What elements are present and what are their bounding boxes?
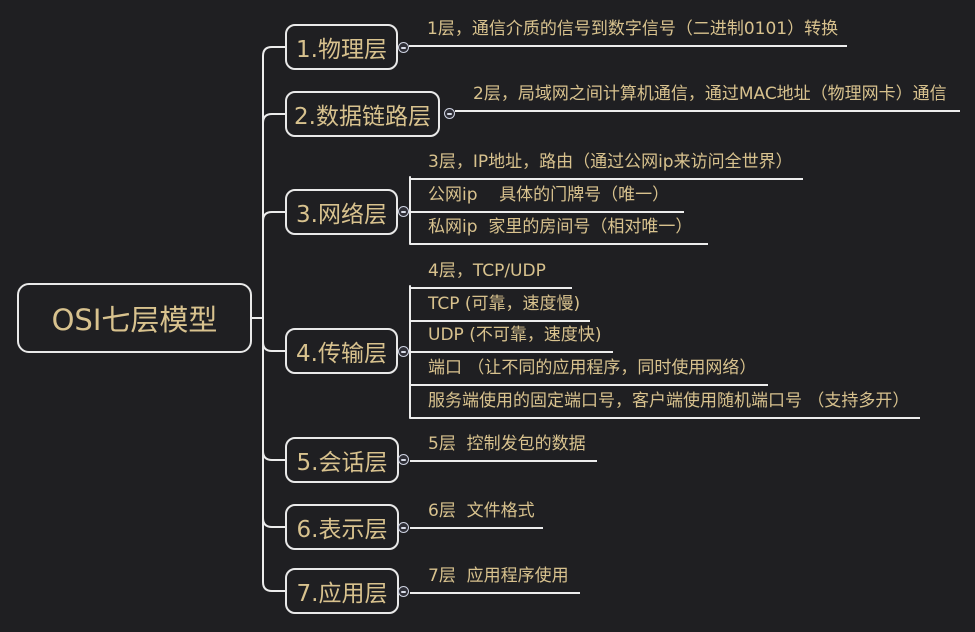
branch-connector-3 bbox=[262, 211, 286, 222]
minus-icon bbox=[401, 526, 406, 529]
node-physical-layer-label: 1.物理层 bbox=[296, 37, 387, 63]
node-network-layer[interactable]: 3.网络层 bbox=[285, 189, 398, 235]
minus-icon bbox=[401, 350, 406, 353]
leaf-text: 私网ip 家里的房间号（相对唯一） bbox=[428, 217, 693, 237]
minus-icon bbox=[401, 46, 406, 49]
collapse-toggle-session[interactable] bbox=[398, 454, 409, 465]
leaf-port[interactable]: 端口 （让不同的应用程序，同时使用网络） bbox=[410, 356, 768, 386]
leaf-text: 1层，通信介质的信号到数字信号（二进制0101）转换 bbox=[427, 19, 839, 39]
collapse-toggle-application[interactable] bbox=[398, 586, 409, 597]
collapse-toggle-network[interactable] bbox=[398, 206, 409, 217]
branch-connector-2 bbox=[262, 113, 286, 124]
leaf-public-ip[interactable]: 公网ip 具体的门牌号（唯一） bbox=[410, 183, 684, 213]
node-session-layer-label: 5.会话层 bbox=[296, 450, 388, 476]
root-node-osi-model[interactable]: OSI七层模型 bbox=[17, 283, 252, 353]
collapse-toggle-transport[interactable] bbox=[398, 346, 409, 357]
minus-icon bbox=[401, 590, 406, 593]
leaf-transport-desc[interactable]: 4层，TCP/UDP bbox=[410, 259, 572, 289]
leaf-datalink-desc[interactable]: 2层，局域网之间计算机通信，通过MAC地址（物理网卡）通信 bbox=[455, 82, 960, 112]
leaf-text: 服务端使用的固定端口号，客户端使用随机端口号 （支持多开） bbox=[428, 391, 910, 411]
leaf-physical-desc[interactable]: 1层，通信介质的信号到数字信号（二进制0101）转换 bbox=[409, 17, 847, 47]
node-transport-layer[interactable]: 4.传输层 bbox=[285, 328, 398, 374]
leaf-text: 5层 控制发包的数据 bbox=[428, 434, 586, 454]
node-datalink-layer-label: 2.数据链路层 bbox=[294, 104, 431, 130]
leaf-application-desc[interactable]: 7层 应用程序使用 bbox=[410, 564, 580, 594]
leaf-text: 端口 （让不同的应用程序，同时使用网络） bbox=[428, 358, 757, 378]
leaf-network-desc[interactable]: 3层，IP地址，路由（通过公网ip来访问全世界） bbox=[410, 150, 803, 180]
leaf-session-desc[interactable]: 5层 控制发包的数据 bbox=[410, 432, 597, 462]
node-presentation-layer[interactable]: 6.表示层 bbox=[285, 504, 399, 550]
collapse-toggle-presentation[interactable] bbox=[398, 522, 409, 533]
collapse-toggle-physical[interactable] bbox=[398, 42, 409, 53]
node-session-layer[interactable]: 5.会话层 bbox=[285, 437, 399, 483]
branch-connector-4 bbox=[262, 341, 286, 352]
minus-icon bbox=[447, 112, 452, 115]
leaf-presentation-desc[interactable]: 6层 文件格式 bbox=[410, 499, 543, 529]
node-transport-layer-label: 4.传输层 bbox=[296, 341, 387, 367]
leaf-udp[interactable]: UDP (不可靠，速度快) bbox=[410, 323, 613, 353]
node-datalink-layer[interactable]: 2.数据链路层 bbox=[285, 91, 440, 137]
minus-icon bbox=[401, 210, 406, 213]
leaf-text: 3层，IP地址，路由（通过公网ip来访问全世界） bbox=[428, 152, 793, 172]
leaf-text: 6层 文件格式 bbox=[428, 501, 535, 521]
children-rail-network bbox=[408, 176, 411, 245]
node-physical-layer[interactable]: 1.物理层 bbox=[285, 24, 398, 70]
leaf-port-numbers[interactable]: 服务端使用的固定端口号，客户端使用随机端口号 （支持多开） bbox=[410, 389, 920, 419]
leaf-text: TCP (可靠，速度慢) bbox=[428, 294, 581, 314]
leaf-text: 2层，局域网之间计算机通信，通过MAC地址（物理网卡）通信 bbox=[473, 84, 947, 104]
root-node-label: OSI七层模型 bbox=[51, 303, 218, 337]
node-application-layer-label: 7.应用层 bbox=[296, 581, 388, 607]
trunk-line bbox=[262, 46, 286, 592]
branch-connector-6 bbox=[262, 517, 286, 528]
leaf-tcp[interactable]: TCP (可靠，速度慢) bbox=[410, 292, 590, 322]
leaf-text: UDP (不可靠，速度快) bbox=[428, 325, 602, 345]
leaf-text: 公网ip 具体的门牌号（唯一） bbox=[428, 185, 670, 205]
node-application-layer[interactable]: 7.应用层 bbox=[285, 568, 399, 614]
minus-icon bbox=[401, 458, 406, 461]
leaf-text: 4层，TCP/UDP bbox=[428, 261, 546, 281]
node-network-layer-label: 3.网络层 bbox=[296, 202, 387, 228]
branch-connector-5 bbox=[262, 450, 286, 461]
leaf-text: 7层 应用程序使用 bbox=[428, 566, 569, 586]
collapse-toggle-datalink[interactable] bbox=[444, 108, 455, 119]
leaf-private-ip[interactable]: 私网ip 家里的房间号（相对唯一） bbox=[410, 215, 708, 245]
node-presentation-layer-label: 6.表示层 bbox=[296, 517, 388, 543]
